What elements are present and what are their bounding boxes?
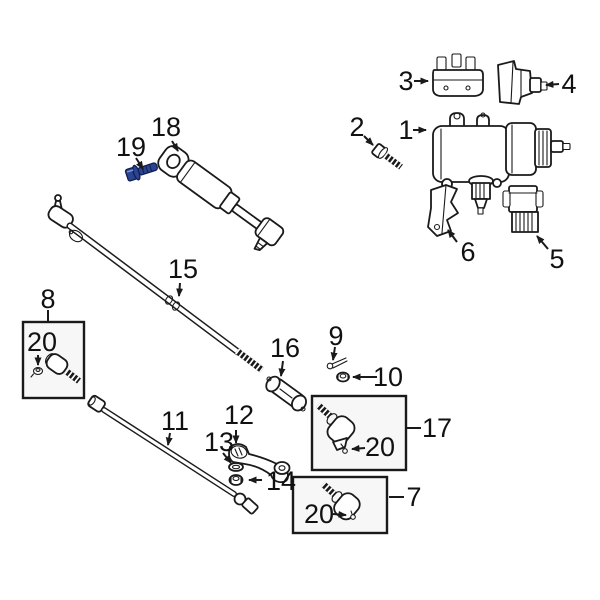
tie-rod-end-in-box-8[interactable] [44,352,81,384]
callout-19[interactable]: 19 [116,132,146,162]
part-20-nut-in-box-8[interactable] [30,366,44,378]
part-12-steering-arm[interactable] [228,443,291,484]
callout-17[interactable]: 17 [422,413,452,443]
leader-15 [176,282,184,297]
callout-4[interactable]: 4 [561,69,576,99]
part-8-tie-rod-end-kit-box[interactable] [21,310,86,400]
callout-15[interactable]: 15 [168,254,198,284]
callout-13[interactable]: 13 [204,427,234,457]
callout-16[interactable]: 16 [270,333,300,363]
part-1-steering-gear[interactable] [432,112,571,215]
leader-5 [536,235,549,250]
part-13-washer[interactable] [228,462,244,472]
tie-rod-end-in-box-17[interactable] [315,402,358,451]
leader-9 [330,346,338,361]
callout-7[interactable]: 7 [406,482,421,512]
callout-14[interactable]: 14 [266,466,296,496]
part-20-fitting-in-box-17[interactable] [340,443,348,454]
part-6-bracket[interactable] [427,184,459,237]
callout-3[interactable]: 3 [398,66,413,96]
leader-lines [34,77,560,518]
callout-6[interactable]: 6 [460,237,475,267]
part-20-fitting-in-box-7[interactable] [350,510,356,520]
callout-1[interactable]: 1 [398,115,413,145]
callout-18[interactable]: 18 [151,112,181,142]
callout-numbers: 1 2 3 4 5 6 7 8 9 10 11 12 13 14 15 16 1… [27,66,577,529]
part-3-gear-cover[interactable] [432,53,484,97]
part-10-nut[interactable] [336,371,350,383]
leader-16 [278,360,286,377]
part-4-valve-block[interactable] [497,60,548,105]
callout-20c[interactable]: 20 [304,499,334,529]
callout-20a[interactable]: 20 [27,327,57,357]
part-15-drag-link[interactable] [46,194,264,373]
callout-11[interactable]: 11 [161,406,189,436]
callout-5[interactable]: 5 [549,244,564,274]
leader-20b [351,444,366,452]
part-17-tie-rod-end-kit-box[interactable] [310,394,421,472]
callout-12[interactable]: 12 [224,400,254,430]
leader-2 [363,135,374,146]
part-19-bolt-highlighted[interactable] [124,159,160,183]
callout-8[interactable]: 8 [40,284,55,314]
part-16-adjuster-sleeve[interactable] [263,374,309,413]
leader-19 [135,157,144,170]
part-2-bolt[interactable] [371,143,403,170]
part-14-nut[interactable] [228,474,244,486]
part-9-cotter-pin[interactable] [326,357,348,370]
part-18-steering-damper[interactable] [149,142,287,257]
callout-2[interactable]: 2 [349,112,364,142]
part-11-tie-rod-tube[interactable] [87,394,259,515]
leader-13 [222,452,232,464]
callout-9[interactable]: 9 [328,321,343,351]
leader-20c [332,510,347,518]
leader-4 [545,80,560,88]
leader-18 [171,140,179,152]
callout-20b[interactable]: 20 [365,432,395,462]
leader-11 [165,432,173,446]
callout-10[interactable]: 10 [373,362,403,392]
leader-6 [447,229,458,243]
part-5-coupling[interactable] [502,185,544,233]
